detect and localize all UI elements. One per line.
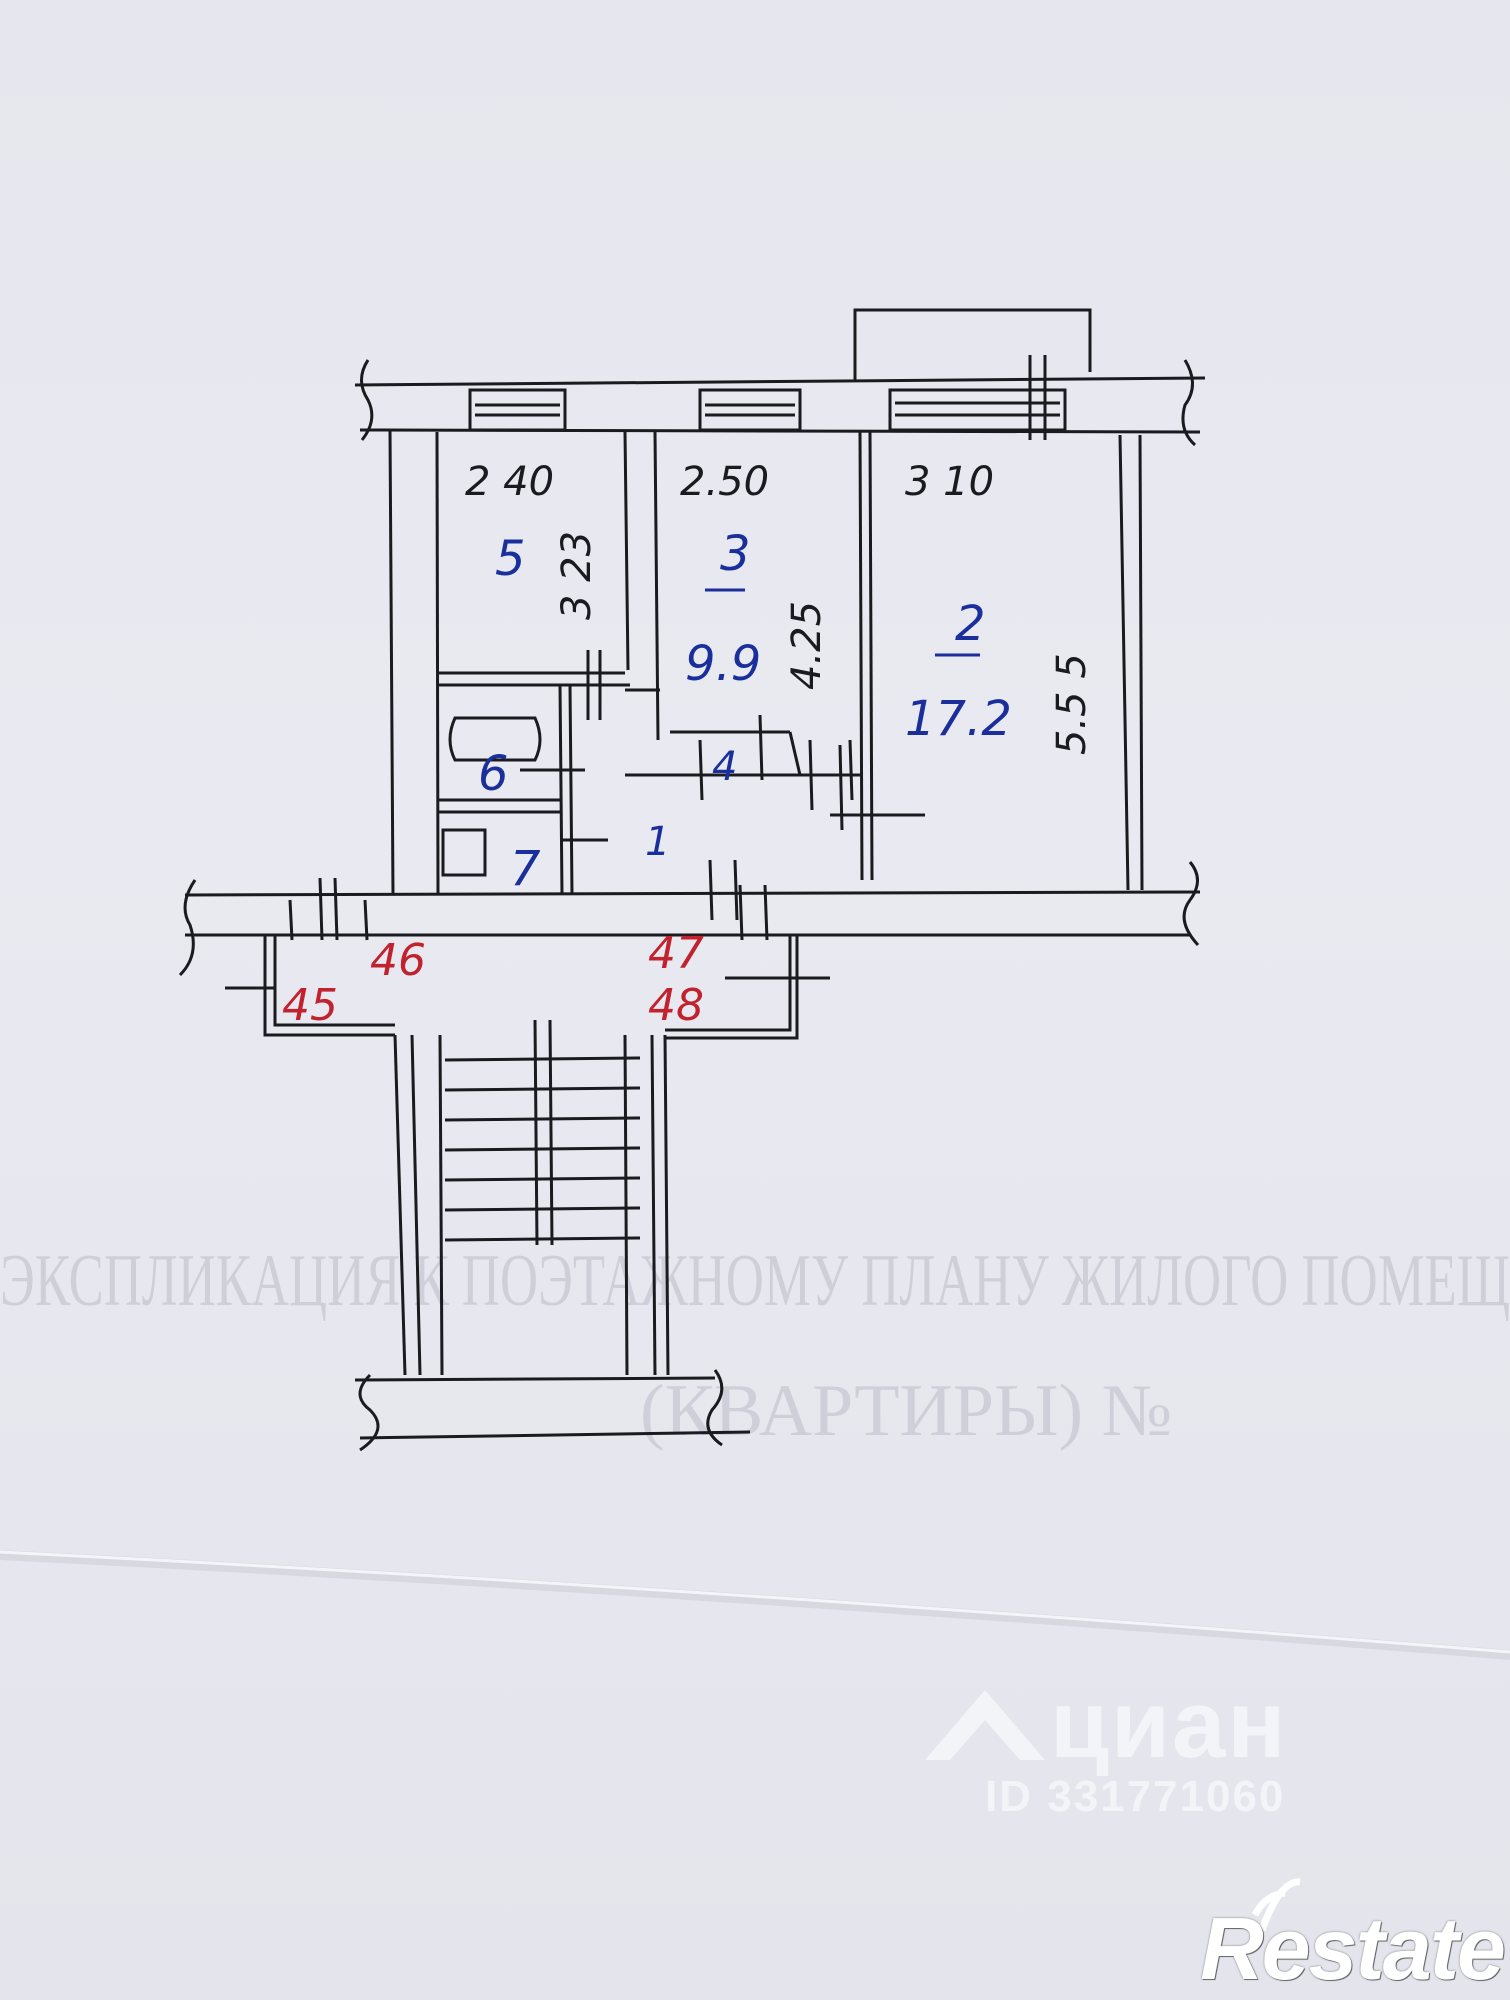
side-dimensions: 3 23 4.25 5.5 5 bbox=[554, 531, 1095, 755]
room-7-number: 7 bbox=[510, 841, 541, 897]
dimension-room-2-length: 5.5 5 bbox=[1049, 653, 1095, 755]
room-2-area: 17.2 bbox=[905, 691, 1012, 747]
room-4-number: 4 bbox=[712, 744, 737, 790]
room-6-number: 6 bbox=[478, 746, 509, 802]
background-heading: ЭКСПЛИКАЦИЯ К ПОЭТАЖНОМУ ПЛАНУ ЖИЛОГО ПО… bbox=[0, 1240, 1510, 1322]
dimension-room-3-width: 2.50 bbox=[680, 459, 769, 505]
room-3-area: 9.9 bbox=[685, 636, 761, 692]
room-2-number: 2 bbox=[955, 596, 986, 652]
room-5-number: 5 bbox=[495, 531, 526, 587]
room-1-number: 1 bbox=[645, 819, 670, 865]
apartment-46-number: 46 bbox=[370, 935, 426, 986]
cian-logo-icon bbox=[925, 1690, 1045, 1760]
cian-watermark-id: ID 331771060 bbox=[985, 1772, 1286, 1821]
walls bbox=[178, 308, 1206, 1452]
apartment-47-number: 47 bbox=[648, 928, 704, 979]
room-labels: 5 3 9.9 2 17.2 4 6 7 1 bbox=[478, 526, 1012, 897]
background-print: ЭКСПЛИКАЦИЯ К ПОЭТАЖНОМУ ПЛАНУ ЖИЛОГО ПО… bbox=[0, 1240, 1510, 1452]
restate-logo-icon bbox=[1251, 1878, 1301, 1932]
dimension-room-3-length: 4.25 bbox=[784, 601, 830, 690]
neighbor-apartment-numbers: 46 47 45 48 bbox=[282, 928, 704, 1031]
cian-watermark-name: циан bbox=[1050, 1671, 1288, 1778]
dimension-room-5-width: 2 40 bbox=[465, 459, 554, 505]
apartment-45-number: 45 bbox=[282, 980, 338, 1031]
background-subheading: (КВАРТИРЫ) № bbox=[640, 1370, 1172, 1452]
restate-watermark: Restate bbox=[1200, 1899, 1506, 1998]
apartment-48-number: 48 bbox=[648, 980, 704, 1031]
room-3-number: 3 bbox=[720, 526, 751, 582]
dimension-room-5-length: 3 23 bbox=[554, 531, 600, 620]
top-dimensions: 2 40 2.50 3 10 bbox=[465, 459, 994, 505]
dimension-room-2-width: 3 10 bbox=[905, 459, 994, 505]
